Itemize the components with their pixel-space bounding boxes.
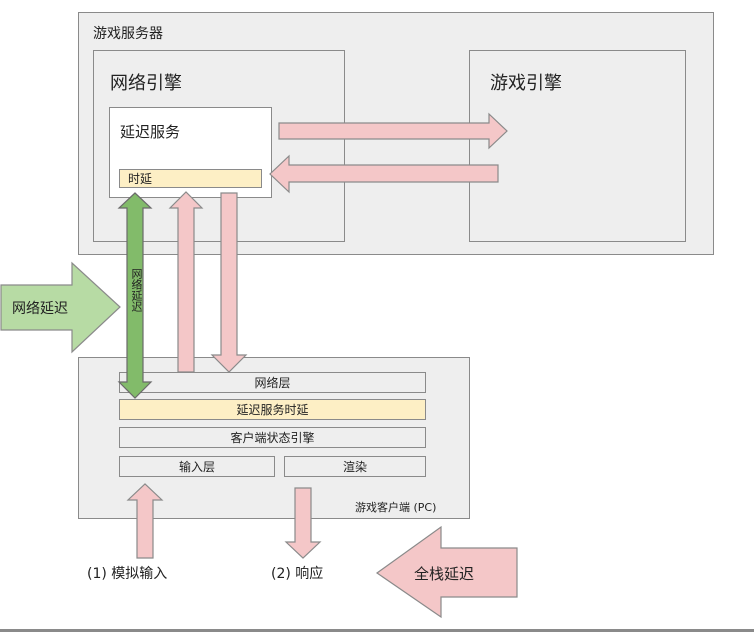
sim-input-label: (1) 模拟输入 — [87, 566, 168, 582]
arrow-down-to-client — [210, 192, 248, 373]
network-layer-bar: 网络层 — [119, 372, 426, 393]
arrow-response — [284, 487, 322, 559]
arrow-from-game-engine — [269, 154, 499, 194]
network-engine-title: 网络引擎 — [110, 73, 182, 94]
arrow-to-game-engine — [278, 112, 508, 150]
latency-service-title: 延迟服务 — [120, 123, 181, 141]
game-engine-title: 游戏引擎 — [490, 73, 562, 94]
delay-bar: 时延 — [119, 169, 262, 188]
arrow-network-latency — [0, 261, 121, 354]
arrow-up-to-server — [168, 191, 204, 373]
input-layer-label: 输入层 — [178, 460, 215, 474]
bottom-border — [0, 629, 754, 632]
game-server-title: 游戏服务器 — [93, 26, 163, 42]
game-engine-box: 游戏引擎 — [469, 50, 686, 242]
arrow-sim-input — [126, 483, 164, 559]
arrow-network-latency-double — [117, 192, 153, 399]
input-layer-bar: 输入层 — [119, 456, 275, 477]
arrow-full-stack — [375, 525, 518, 619]
state-engine-bar: 客户端状态引擎 — [119, 427, 426, 448]
render-layer-label: 渲染 — [342, 460, 367, 474]
delay-label: 时延 — [128, 172, 153, 186]
full-stack-latency-label: 全栈延迟 — [414, 565, 475, 583]
render-layer-bar: 渲染 — [284, 456, 426, 477]
response-label: (2) 响应 — [271, 566, 324, 582]
network-latency-label: 网络延迟 — [12, 301, 68, 317]
state-engine-label: 客户端状态引擎 — [230, 431, 315, 445]
latency-delay-label: 延迟服务时延 — [236, 403, 309, 417]
network-latency-vertical-label: 网络延迟 — [130, 268, 143, 312]
game-client-title: 游戏客户端 (PC) — [355, 501, 437, 514]
network-layer-label: 网络层 — [254, 376, 291, 390]
latency-delay-bar: 延迟服务时延 — [119, 399, 426, 420]
